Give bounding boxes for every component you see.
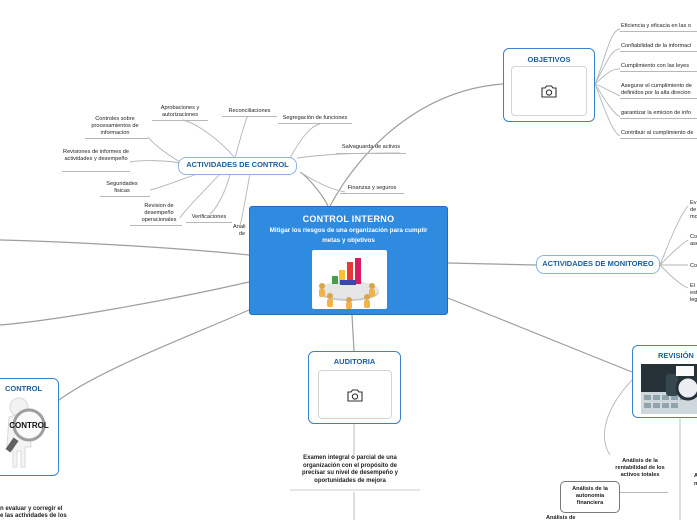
monitoreo-item[interactable]: Co: [690, 263, 697, 269]
revision-node[interactable]: REVISIÓN: [632, 345, 697, 418]
objetivo-item[interactable]: Asegurar el cumplimiento de: [621, 83, 692, 89]
analisis-partial-bottom: Análisis de: [546, 515, 576, 521]
control-text-line-1[interactable]: n evaluar y corregir el: [0, 506, 63, 512]
monitoreo-item: ase: [690, 241, 697, 247]
monitoreo-item: leg: [690, 297, 697, 303]
underline: [620, 51, 697, 52]
objetivos-title: OBJETIVOS: [527, 55, 571, 64]
monitoreo-item: est: [690, 290, 697, 296]
aprobaciones-label[interactable]: Aprobaciones y autorizaciones: [160, 105, 200, 118]
finanzas-label[interactable]: Finanzas y seguros: [347, 185, 397, 191]
svg-text:CONTROL: CONTROL: [9, 421, 49, 430]
salvaguarda-label[interactable]: Salvaguarda de activos: [341, 144, 401, 150]
autonomia-label: Análisis de la autonomia financiera: [572, 486, 608, 506]
objetivo-item[interactable]: Confiabilidad de la informaci: [621, 43, 692, 49]
underline: [278, 123, 352, 124]
underline: [222, 116, 277, 117]
control-text-line-2: e las actividades de los: [0, 513, 67, 519]
revision-partial-n: n: [694, 481, 697, 487]
objetivo-item[interactable]: Cumplimiento con las leyes: [621, 63, 690, 69]
magnifier-keyboard-image: [641, 364, 697, 414]
underline: [336, 153, 406, 154]
central-title: CONTROL INTERNO: [302, 214, 395, 224]
segregacion-label[interactable]: Segregación de funciones: [282, 115, 348, 121]
analisis-partial-label-2: de: [239, 231, 246, 237]
actividades-control-node[interactable]: ACTIVIDADES DE CONTROL: [178, 157, 297, 175]
analisis-partial-label[interactable]: Anali: [233, 224, 246, 230]
actividades-monitoreo-node[interactable]: ACTIVIDADES DE MONITOREO: [536, 255, 660, 274]
auditoria-image-placeholder: [318, 370, 392, 419]
monitoreo-item: de: [690, 207, 697, 213]
underline: [152, 120, 208, 121]
monitoreo-item[interactable]: Ev: [690, 200, 697, 206]
revision-desempeno-label[interactable]: Revision de desempeño operacionales: [141, 203, 177, 223]
camera-icon: [347, 388, 363, 402]
control-node[interactable]: CONTROL CONTROL: [0, 378, 59, 476]
objetivo-item[interactable]: Eficiencia y eficacia en las o: [621, 23, 691, 29]
control-magnifier-image: CONTROL: [0, 397, 53, 472]
underline: [620, 118, 697, 119]
autonomia-node[interactable]: Análisis de la autonomia financiera: [560, 481, 620, 513]
underline: [340, 193, 404, 194]
underline: [620, 31, 697, 32]
rentabilidad-label[interactable]: Análisis de la rentabilidad de los activ…: [615, 458, 665, 478]
objetivo-item[interactable]: definidos por la alta direcion: [621, 90, 691, 96]
control-title: CONTROL: [4, 384, 43, 393]
meeting-chart-image: [312, 250, 387, 309]
verificaciones-label[interactable]: Verificaciones: [191, 214, 227, 220]
objetivo-item[interactable]: Contribuir al cumplimiento de: [621, 130, 694, 136]
revisiones-label[interactable]: Revisiones de informes de actividades y …: [63, 149, 129, 162]
monitoreo-item: mo: [690, 214, 697, 220]
auditoria-title: AUDITORIA: [333, 357, 376, 366]
underline: [620, 71, 697, 72]
auditoria-node[interactable]: AUDITORIA: [308, 351, 401, 424]
revision-title: REVISIÓN: [658, 351, 694, 360]
objetivo-item[interactable]: garantizar la emicion de info: [621, 110, 691, 116]
objetivos-image-placeholder: [511, 66, 587, 116]
underline: [85, 138, 148, 139]
revision-partial-a: A: [694, 473, 697, 479]
camera-icon: [541, 85, 557, 98]
underline: [62, 171, 130, 172]
objetivos-node[interactable]: OBJETIVOS: [503, 48, 595, 122]
monitoreo-item[interactable]: Co: [690, 234, 697, 240]
auditoria-description[interactable]: Examen integral o parcial de una organiz…: [301, 455, 399, 484]
central-topic[interactable]: CONTROL INTERNO Mitigar los riesgos de u…: [249, 206, 448, 315]
underline: [186, 222, 232, 223]
monitoreo-item[interactable]: El: [690, 283, 695, 289]
underline: [100, 196, 150, 197]
controles-label[interactable]: Controles sobre procesamientos de inform…: [91, 116, 139, 136]
seguridades-label[interactable]: Seguridades fisicas: [106, 181, 138, 194]
underline: [130, 225, 182, 226]
underline: [612, 492, 668, 493]
central-subtitle: Mitigar los riesgos de una organización …: [269, 227, 428, 244]
underline: [620, 138, 697, 139]
underline: [620, 98, 697, 99]
reconciliaciones-label[interactable]: Reconciliaciones: [228, 108, 271, 114]
